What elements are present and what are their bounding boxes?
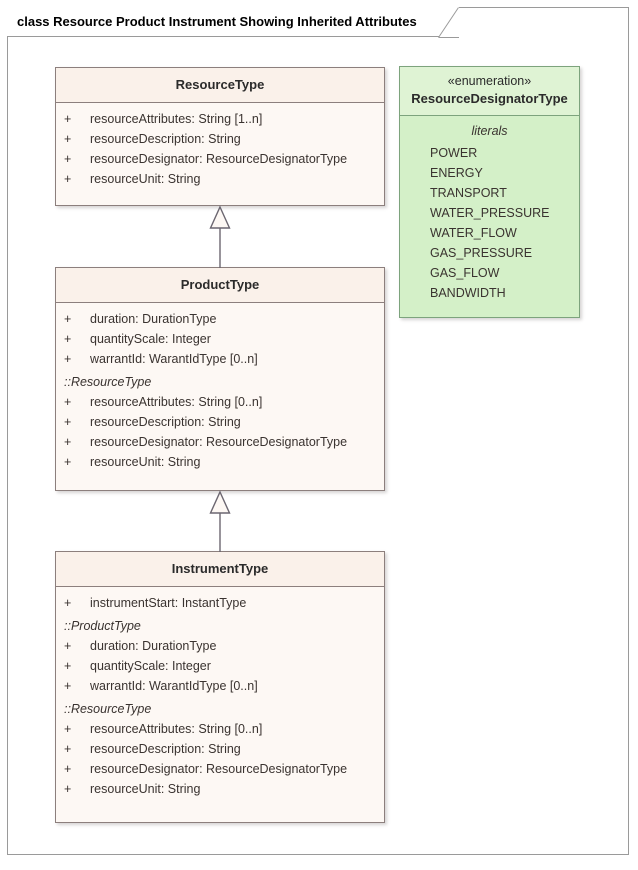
attribute-row: + resourceDesignator: ResourceDesignator… bbox=[56, 759, 384, 779]
class-box-resourcetype[interactable]: ResourceType + resourceAttributes: Strin… bbox=[55, 67, 385, 206]
class-box-producttype[interactable]: ProductType + duration: DurationType + q… bbox=[55, 267, 385, 491]
class-attributes-instrumenttype: + instrumentStart: InstantType ::Product… bbox=[56, 587, 384, 807]
attribute-signature: resourceDescription: String bbox=[90, 132, 241, 146]
attribute-signature: instrumentStart: InstantType bbox=[90, 596, 247, 610]
enumeration-literal: TRANSPORT bbox=[430, 186, 507, 200]
generalization-arrow-producttype-to-resourcetype[interactable] bbox=[205, 205, 235, 268]
enumeration-literal: GAS_PRESSURE bbox=[430, 246, 533, 260]
attribute-signature: resourceUnit: String bbox=[90, 172, 201, 186]
visibility-marker: + bbox=[64, 332, 72, 346]
inherited-section-label: ::ResourceType bbox=[64, 375, 152, 389]
visibility-marker: + bbox=[64, 782, 72, 796]
visibility-marker: + bbox=[64, 312, 72, 326]
class-name-resourcetype: ResourceType bbox=[56, 68, 384, 103]
attribute-row: + warrantId: WarantIdType [0..n] bbox=[56, 349, 384, 369]
attribute-row: + resourceUnit: String bbox=[56, 452, 384, 472]
attribute-signature: resourceDesignator: ResourceDesignatorTy… bbox=[90, 435, 348, 449]
enumeration-literal: WATER_FLOW bbox=[430, 226, 517, 240]
attribute-row: + resourceAttributes: String [1..n] bbox=[56, 109, 384, 129]
class-attributes-resourcetype: + resourceAttributes: String [1..n] + re… bbox=[56, 103, 384, 197]
class-attributes-producttype: + duration: DurationType + quantityScale… bbox=[56, 303, 384, 480]
attribute-row: + instrumentStart: InstantType bbox=[56, 593, 384, 613]
visibility-marker: + bbox=[64, 172, 72, 186]
visibility-marker: + bbox=[64, 435, 72, 449]
attribute-signature: resourceAttributes: String [1..n] bbox=[90, 112, 263, 126]
enumeration-stereotype: «enumeration» bbox=[447, 74, 532, 88]
attribute-signature: resourceAttributes: String [0..n] bbox=[90, 395, 263, 409]
attribute-row: + resourceUnit: String bbox=[56, 779, 384, 799]
visibility-marker: + bbox=[64, 679, 72, 693]
generalization-arrow-instrumenttype-to-producttype[interactable] bbox=[205, 490, 235, 552]
enumeration-literal: WATER_PRESSURE bbox=[430, 206, 550, 220]
attribute-signature: quantityScale: Integer bbox=[90, 659, 211, 673]
visibility-marker: + bbox=[64, 742, 72, 756]
visibility-marker: + bbox=[64, 395, 72, 409]
enumeration-literals: literals POWER ENERGY TRANSPORT WATER_PR… bbox=[400, 116, 579, 309]
attribute-row: + duration: DurationType bbox=[56, 309, 384, 329]
attribute-signature: resourceDescription: String bbox=[90, 415, 241, 429]
attribute-row: + quantityScale: Integer bbox=[56, 656, 384, 676]
visibility-marker: + bbox=[64, 415, 72, 429]
attribute-signature: resourceUnit: String bbox=[90, 782, 201, 796]
attribute-signature: resourceDesignator: ResourceDesignatorTy… bbox=[90, 762, 348, 776]
diagram-title-tab-slant-icon bbox=[438, 7, 459, 38]
class-name-instrumenttype: InstrumentType bbox=[56, 552, 384, 587]
diagram-title-tab-body bbox=[7, 7, 439, 37]
attribute-signature: duration: DurationType bbox=[90, 312, 217, 326]
enumeration-literal: GAS_FLOW bbox=[430, 266, 500, 280]
inherited-section-label: ::ResourceType bbox=[64, 702, 152, 716]
attribute-signature: warrantId: WarantIdType [0..n] bbox=[90, 352, 258, 366]
visibility-marker: + bbox=[64, 455, 72, 469]
class-box-instrumenttype[interactable]: InstrumentType + instrumentStart: Instan… bbox=[55, 551, 385, 823]
enumeration-name: ResourceDesignatorType bbox=[411, 91, 568, 106]
attribute-signature: duration: DurationType bbox=[90, 639, 217, 653]
attribute-row: + duration: DurationType bbox=[56, 636, 384, 656]
visibility-marker: + bbox=[64, 152, 72, 166]
page-title: class Resource Product Instrument Showin… bbox=[17, 14, 417, 29]
attribute-row: + resourceDescription: String bbox=[56, 129, 384, 149]
inherited-section-label: ::ProductType bbox=[64, 619, 141, 633]
attribute-row: + resourceUnit: String bbox=[56, 169, 384, 189]
visibility-marker: + bbox=[64, 352, 72, 366]
visibility-marker: + bbox=[64, 112, 72, 126]
hollow-triangle-icon bbox=[209, 490, 231, 514]
enumeration-literal: ENERGY bbox=[430, 166, 483, 180]
diagram-title-tab: class Resource Product Instrument Showin… bbox=[7, 7, 459, 38]
attribute-row: + resourceDescription: String bbox=[56, 412, 384, 432]
visibility-marker: + bbox=[64, 659, 72, 673]
attribute-signature: quantityScale: Integer bbox=[90, 332, 211, 346]
enumeration-literal: POWER bbox=[430, 146, 478, 160]
attribute-signature: resourceAttributes: String [0..n] bbox=[90, 722, 263, 736]
hollow-triangle-icon bbox=[209, 205, 231, 229]
enumeration-header: «enumeration» ResourceDesignatorType bbox=[400, 67, 579, 116]
visibility-marker: + bbox=[64, 762, 72, 776]
literals-section-label: literals bbox=[471, 124, 508, 138]
attribute-signature: warrantId: WarantIdType [0..n] bbox=[90, 679, 258, 693]
attribute-row: + resourceDesignator: ResourceDesignator… bbox=[56, 432, 384, 452]
attribute-row: + quantityScale: Integer bbox=[56, 329, 384, 349]
class-name-producttype: ProductType bbox=[56, 268, 384, 303]
attribute-signature: resourceDescription: String bbox=[90, 742, 241, 756]
attribute-row: + resourceAttributes: String [0..n] bbox=[56, 719, 384, 739]
visibility-marker: + bbox=[64, 722, 72, 736]
visibility-marker: + bbox=[64, 132, 72, 146]
attribute-signature: resourceDesignator: ResourceDesignatorTy… bbox=[90, 152, 348, 166]
attribute-row: + warrantId: WarantIdType [0..n] bbox=[56, 676, 384, 696]
enumeration-box-resourcedesignatortype[interactable]: «enumeration» ResourceDesignatorType lit… bbox=[399, 66, 580, 318]
visibility-marker: + bbox=[64, 596, 72, 610]
enumeration-literal: BANDWIDTH bbox=[430, 286, 506, 300]
visibility-marker: + bbox=[64, 639, 72, 653]
attribute-signature: resourceUnit: String bbox=[90, 455, 201, 469]
attribute-row: + resourceAttributes: String [0..n] bbox=[56, 392, 384, 412]
attribute-row: + resourceDescription: String bbox=[56, 739, 384, 759]
attribute-row: + resourceDesignator: ResourceDesignator… bbox=[56, 149, 384, 169]
